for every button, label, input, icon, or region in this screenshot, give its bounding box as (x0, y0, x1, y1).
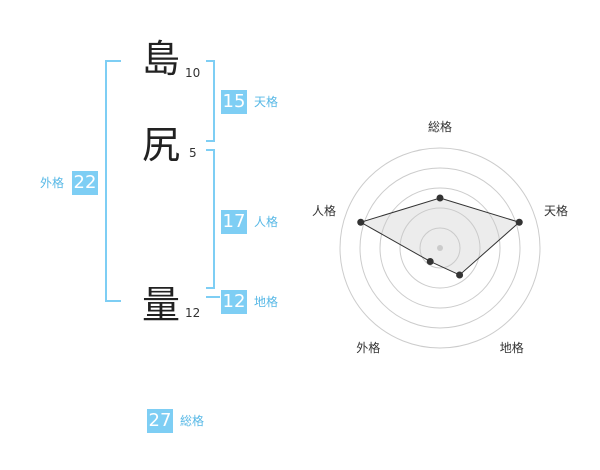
gaikaku-value: 22 (72, 171, 98, 195)
chikaku-value: 12 (221, 290, 247, 314)
radar-axis-label: 外格 (356, 340, 381, 355)
tenkaku-value: 15 (221, 90, 247, 114)
name-char-1: 島 (142, 37, 181, 81)
radar-ring (359, 167, 521, 329)
radar-ring (339, 147, 541, 349)
chikaku-label: 地格 (254, 295, 279, 309)
gaikaku-bracket (105, 60, 121, 302)
radar-axis-label: 人格 (311, 204, 336, 219)
tenkaku-bracket (206, 60, 215, 142)
radar-series-polygon (359, 197, 521, 276)
radar-chart (339, 147, 541, 349)
radar-point (456, 271, 464, 279)
radar-center (437, 245, 443, 251)
radar-point (357, 218, 365, 226)
radar-point (426, 257, 434, 265)
tenkaku-label: 天格 (254, 95, 279, 109)
jinkaku-value: 17 (221, 210, 247, 234)
radar-point (436, 194, 444, 202)
gaikaku-label: 外格 (40, 176, 65, 190)
radar-ring (419, 227, 461, 269)
jinkaku-bracket (206, 149, 215, 289)
name-char-2: 尻 (142, 123, 181, 167)
radar-axis-label: 総格 (428, 120, 453, 134)
name-char-3: 量 (142, 283, 181, 327)
radar-ring (379, 187, 501, 309)
name-char-1-strokes: 10 (185, 66, 201, 80)
soukaku-label: 総格 (180, 414, 205, 428)
name-char-2-strokes: 5 (189, 146, 197, 160)
chikaku-connector (206, 296, 220, 298)
soukaku-value: 27 (147, 409, 173, 433)
name-char-3-strokes: 12 (185, 306, 201, 320)
radar-axis-label: 地格 (499, 340, 524, 355)
radar-axis-label: 天格 (544, 204, 569, 219)
jinkaku-label: 人格 (254, 215, 279, 229)
radar-ring (399, 207, 481, 289)
radar-point (515, 218, 523, 226)
